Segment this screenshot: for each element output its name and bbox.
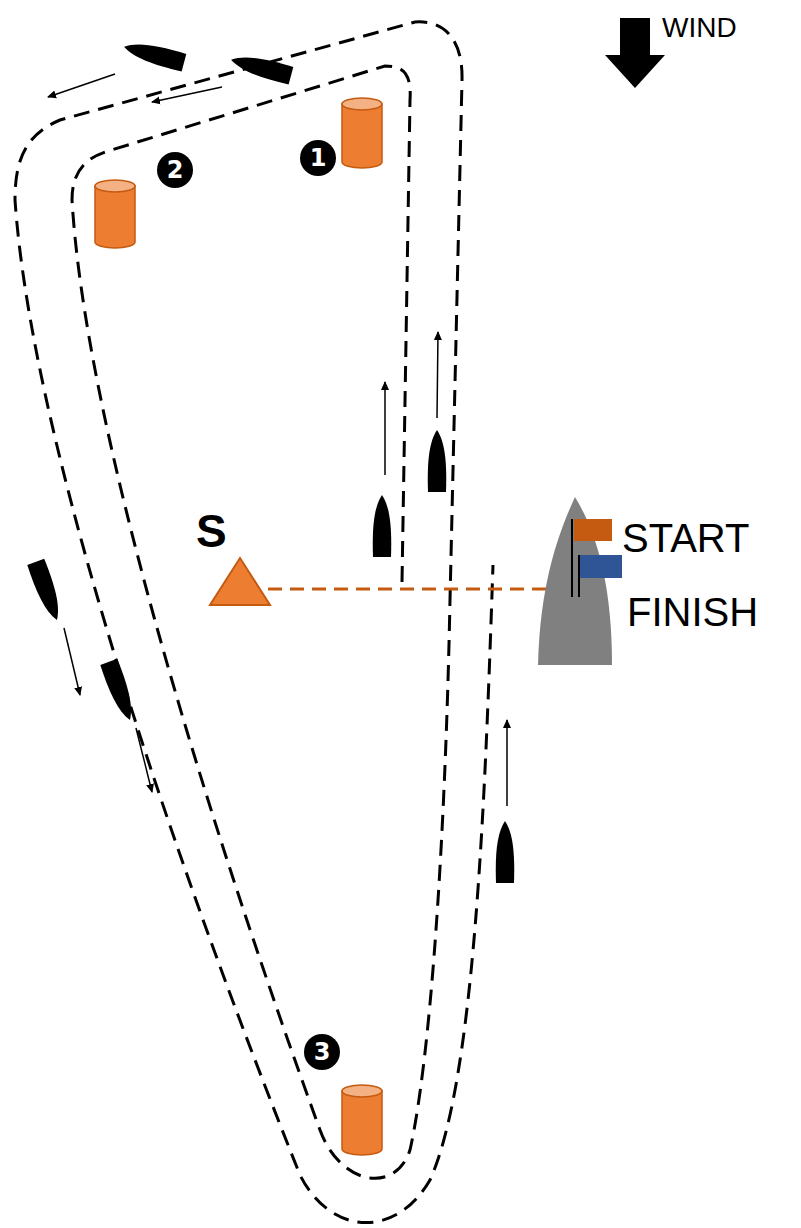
callout-number: 1 — [310, 146, 327, 170]
buoy — [342, 1085, 382, 1155]
heading-arrow — [437, 332, 438, 418]
wind-arrow-head — [605, 55, 665, 88]
heading-arrow — [506, 720, 508, 806]
wind-arrow-shaft — [620, 18, 650, 56]
heading-arrow — [136, 728, 152, 792]
buoy — [95, 180, 135, 248]
buoy-body — [342, 104, 382, 168]
heading-arrow — [48, 74, 115, 97]
sailboat — [496, 821, 514, 883]
committee-boat — [538, 497, 612, 665]
buoy — [342, 98, 382, 168]
sailboat — [373, 495, 391, 557]
sailboat — [27, 559, 66, 624]
start-flag — [574, 519, 612, 541]
finish-flag — [580, 555, 622, 578]
heading-arrow — [384, 382, 386, 475]
flag-pole — [571, 519, 573, 597]
start-line — [268, 588, 575, 591]
sailboat — [100, 659, 139, 724]
callout-badge: 2 — [157, 152, 193, 188]
sailboat — [229, 51, 294, 85]
buoy-body — [95, 186, 135, 248]
finish-label: FINISH — [627, 592, 758, 632]
sailboat — [428, 430, 446, 492]
wind-label: WIND — [662, 14, 737, 42]
buoy-top — [342, 98, 382, 110]
sailboat — [122, 38, 187, 72]
callout-number: 3 — [314, 1040, 331, 1064]
heading-arrow — [152, 87, 222, 102]
callout-badge: 1 — [300, 140, 336, 176]
buoy-body — [342, 1091, 382, 1155]
start-pin-label: S — [196, 508, 227, 554]
course-path — [15, 22, 493, 1223]
start-pin — [210, 558, 270, 605]
start-label: START — [622, 518, 749, 558]
callout-number: 2 — [167, 158, 184, 182]
heading-arrow — [64, 628, 80, 695]
flag-pole — [578, 555, 580, 597]
callout-badge: 3 — [304, 1034, 340, 1070]
buoy-top — [95, 180, 135, 192]
buoy-top — [342, 1085, 382, 1097]
